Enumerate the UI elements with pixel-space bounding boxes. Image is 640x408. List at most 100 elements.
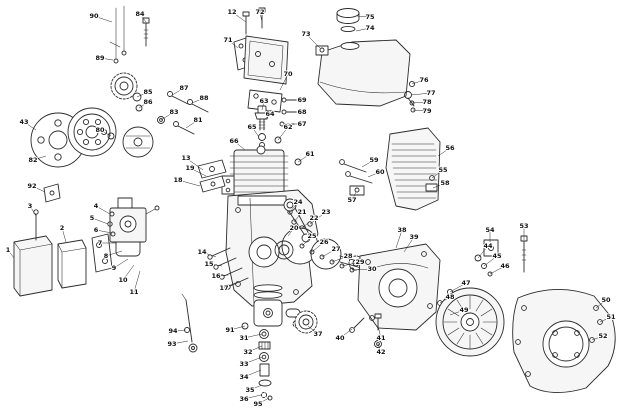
intake-manifold xyxy=(197,159,227,193)
part-number-78: 78 xyxy=(422,98,432,106)
part-number-26: 26 xyxy=(319,238,329,246)
part-number-77: 77 xyxy=(426,89,435,97)
part-number-68: 68 xyxy=(297,108,307,116)
part-number-19: 19 xyxy=(185,164,195,172)
part-number-82: 82 xyxy=(28,156,37,164)
leader-line xyxy=(95,229,113,234)
leader-line xyxy=(32,155,47,161)
leader-line xyxy=(477,245,489,259)
leader-line xyxy=(133,270,141,293)
part-number-40: 40 xyxy=(335,334,345,342)
part-number-66: 66 xyxy=(229,137,239,145)
leader-line xyxy=(171,87,185,96)
part-number-48: 48 xyxy=(445,293,455,301)
leader-line xyxy=(243,369,262,378)
part-number-73: 73 xyxy=(301,30,310,38)
leader-line xyxy=(287,227,295,237)
leader-line xyxy=(257,397,270,405)
leader-lines xyxy=(7,11,612,405)
part-number-13: 13 xyxy=(181,154,190,162)
leader-line xyxy=(249,384,263,391)
spark-plug xyxy=(254,105,270,148)
leader-line xyxy=(489,265,506,275)
part-number-39: 39 xyxy=(409,233,419,241)
case-bolts xyxy=(349,313,382,348)
leader-line xyxy=(321,248,337,258)
part-number-18: 18 xyxy=(173,176,183,184)
part-number-23: 23 xyxy=(321,208,330,216)
part-number-38: 38 xyxy=(397,226,407,234)
leader-line xyxy=(289,201,299,213)
piston-assembly xyxy=(241,284,318,401)
part-number-55: 55 xyxy=(438,166,448,174)
part-number-9: 9 xyxy=(112,264,117,272)
leader-line xyxy=(189,167,207,177)
part-number-36: 36 xyxy=(239,395,249,403)
leader-line xyxy=(223,282,236,289)
part-number-86: 86 xyxy=(143,98,153,106)
leader-line xyxy=(367,171,381,178)
part-number-34: 34 xyxy=(239,373,249,381)
part-number-1: 1 xyxy=(6,246,11,254)
part-number-20: 20 xyxy=(289,224,299,232)
leader-line xyxy=(277,126,289,141)
clutch-assembly xyxy=(30,72,154,168)
part-number-30: 30 xyxy=(367,265,377,273)
leader-line xyxy=(411,101,428,104)
part-number-95: 95 xyxy=(253,400,263,408)
leader-line xyxy=(377,343,382,353)
leader-line xyxy=(191,97,205,104)
part-number-94: 94 xyxy=(168,327,178,335)
part-number-21: 21 xyxy=(297,208,307,216)
leader-line xyxy=(177,179,201,187)
leader-line xyxy=(341,261,361,267)
leader-line xyxy=(61,227,67,243)
part-number-81: 81 xyxy=(193,116,203,124)
leader-line xyxy=(395,229,403,249)
leader-line xyxy=(93,15,113,23)
part-number-93: 93 xyxy=(167,340,176,348)
part-number-7: 7 xyxy=(98,239,103,247)
part-number-49: 49 xyxy=(459,306,469,314)
cylinder-fittings xyxy=(274,136,373,196)
part-number-2: 2 xyxy=(60,224,65,232)
leader-line xyxy=(483,255,498,267)
part-number-62: 62 xyxy=(283,123,292,131)
part-number-75: 75 xyxy=(365,13,375,21)
leader-line xyxy=(331,255,349,263)
leader-line xyxy=(172,329,187,332)
part-number-3: 3 xyxy=(28,202,33,210)
leader-line xyxy=(185,157,204,171)
leader-line xyxy=(411,79,425,85)
part-number-25: 25 xyxy=(307,232,317,240)
leader-line xyxy=(185,119,199,129)
part-number-58: 58 xyxy=(440,179,450,187)
leader-line xyxy=(263,113,271,121)
leader-line xyxy=(351,268,373,271)
part-number-33: 33 xyxy=(239,360,248,368)
leader-line xyxy=(229,325,246,331)
part-number-91: 91 xyxy=(225,326,235,334)
part-number-80: 80 xyxy=(95,126,105,134)
leader-line xyxy=(201,251,217,258)
part-number-74: 74 xyxy=(365,24,375,32)
carburetor-assembly xyxy=(107,197,160,257)
crankcase-studs xyxy=(207,247,249,290)
cable-needle-parts xyxy=(109,5,127,64)
leader-line xyxy=(91,217,109,225)
part-number-69: 69 xyxy=(297,96,307,104)
part-number-11: 11 xyxy=(129,288,139,296)
part-number-44: 44 xyxy=(483,242,493,250)
part-number-35: 35 xyxy=(245,386,255,394)
flywheel xyxy=(435,287,505,357)
part-number-52: 52 xyxy=(598,332,607,340)
part-number-24: 24 xyxy=(293,198,303,206)
leader-line xyxy=(243,394,262,400)
part-number-51: 51 xyxy=(606,313,616,321)
leader-line xyxy=(29,205,37,217)
part-number-83: 83 xyxy=(169,108,178,116)
fuel-tank-assembly xyxy=(315,8,416,113)
part-number-64: 64 xyxy=(265,110,275,118)
part-number-27: 27 xyxy=(331,245,340,253)
